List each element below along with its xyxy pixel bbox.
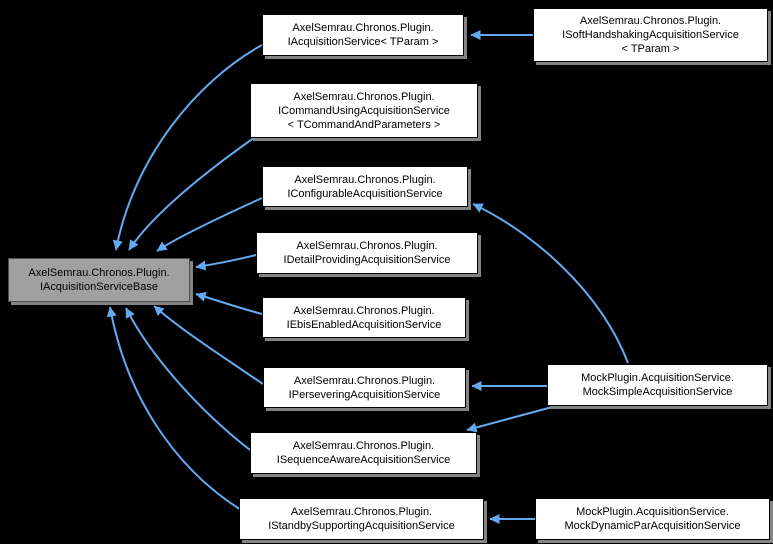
node-label-line: AxelSemrau.Chronos.Plugin. <box>296 240 438 252</box>
node-label-line: IEbisEnabledAcquisitionService <box>286 318 442 331</box>
node-label-line: AxelSemrau.Chronos.Plugin. <box>293 90 435 103</box>
node-iacquisitionservice-tparam[interactable]: AxelSemrau.Chronos.Plugin. IAcquisitionS… <box>262 14 464 56</box>
node-label-line: IStandbySupportingAcquisitionService <box>268 520 455 532</box>
node-label-line: IConfigurableAcquisitionService <box>287 187 443 200</box>
node-label-line: AxelSemrau.Chronos.Plugin. <box>579 15 722 27</box>
edge-iconfigurable-to-base <box>156 197 263 252</box>
node-label-line: IAcquisitionServiceBase <box>39 281 158 293</box>
node-icommandusingacquisitionservice[interactable]: AxelSemrau.Chronos.Plugin. ICommandUsing… <box>250 83 478 138</box>
node-label-line: IAcquisitionService< TParam > <box>287 36 439 48</box>
edge-ipersevering-to-base <box>153 305 264 385</box>
node-label-line: < TCommandAndParameters > <box>287 118 441 131</box>
node-label-line: ISequenceAwareAcquisitionService <box>276 454 451 466</box>
edge-mocksimple-to-isequenceaware <box>466 405 557 433</box>
edge-mocksimple-to-iconfigurable <box>472 203 629 364</box>
node-label-line: MockDynamicParAcquisitionService <box>564 520 741 532</box>
edge-idetailproviding-to-base <box>195 254 257 271</box>
node-mockdynamicparacquisitionservice[interactable]: MockPlugin.AcquisitionService. MockDynam… <box>535 498 770 540</box>
node-label-line: AxelSemrau.Chronos.Plugin. <box>294 173 436 186</box>
node-iconfigurableacquisitionservice[interactable]: AxelSemrau.Chronos.Plugin. IConfigurable… <box>262 166 468 207</box>
node-idetailprovidingacquisitionservice[interactable]: AxelSemrau.Chronos.Plugin. IDetailProvid… <box>256 232 478 274</box>
node-label-line: AxelSemrau.Chronos.Plugin. <box>292 22 434 34</box>
edge-iacquisitionservice-to-base <box>112 44 263 251</box>
node-iacquisitionservicebase[interactable]: AxelSemrau.Chronos.Plugin. IAcquisitionS… <box>8 258 190 302</box>
node-mocksimpleacquisitionservice[interactable]: MockPlugin.AcquisitionService. MockSimpl… <box>547 364 768 406</box>
node-label-line: ISoftHandshakingAcquisitionService <box>562 29 739 41</box>
edge-istandbysupporting-to-base <box>106 306 242 511</box>
edge-isequenceaware-to-base <box>125 307 251 451</box>
node-label-line: ICommandUsingAcquisitionService <box>278 104 450 117</box>
node-iebisenabledacquisitionservice[interactable]: AxelSemrau.Chronos.Plugin. IEbisEnabledA… <box>262 297 466 338</box>
node-label-line: AxelSemrau.Chronos.Plugin. <box>293 304 435 317</box>
edge-icommandusing-to-base <box>128 134 259 251</box>
node-label-line: MockSimpleAcquisitionService <box>582 386 733 398</box>
node-label-line: < TParam > <box>621 43 680 55</box>
node-label-line: IDetailProvidingAcquisitionService <box>283 254 451 266</box>
node-label-line: MockPlugin.AcquisitionService. <box>581 372 734 384</box>
node-label-line: AxelSemrau.Chronos.Plugin. <box>290 506 433 518</box>
edge-iebisenabled-to-base <box>195 291 263 315</box>
node-label-line: IPerseveringAcquisitionService <box>288 388 441 401</box>
node-isofthandshakingacquisitionservice[interactable]: AxelSemrau.Chronos.Plugin. ISoftHandshak… <box>533 8 768 62</box>
node-label-line: AxelSemrau.Chronos.Plugin. <box>293 374 436 387</box>
node-label-line: AxelSemrau.Chronos.Plugin. <box>292 440 435 452</box>
node-label-line: AxelSemrau.Chronos.Plugin. <box>28 267 170 279</box>
node-isequenceawareacquisitionservice[interactable]: AxelSemrau.Chronos.Plugin. ISequenceAwar… <box>250 432 477 474</box>
node-istandbysupportingacquisitionservice[interactable]: AxelSemrau.Chronos.Plugin. IStandbySuppo… <box>239 498 484 540</box>
node-iperseveringacquisitionservice[interactable]: AxelSemrau.Chronos.Plugin. IPerseveringA… <box>263 367 466 408</box>
node-label-line: MockPlugin.AcquisitionService. <box>576 506 729 518</box>
